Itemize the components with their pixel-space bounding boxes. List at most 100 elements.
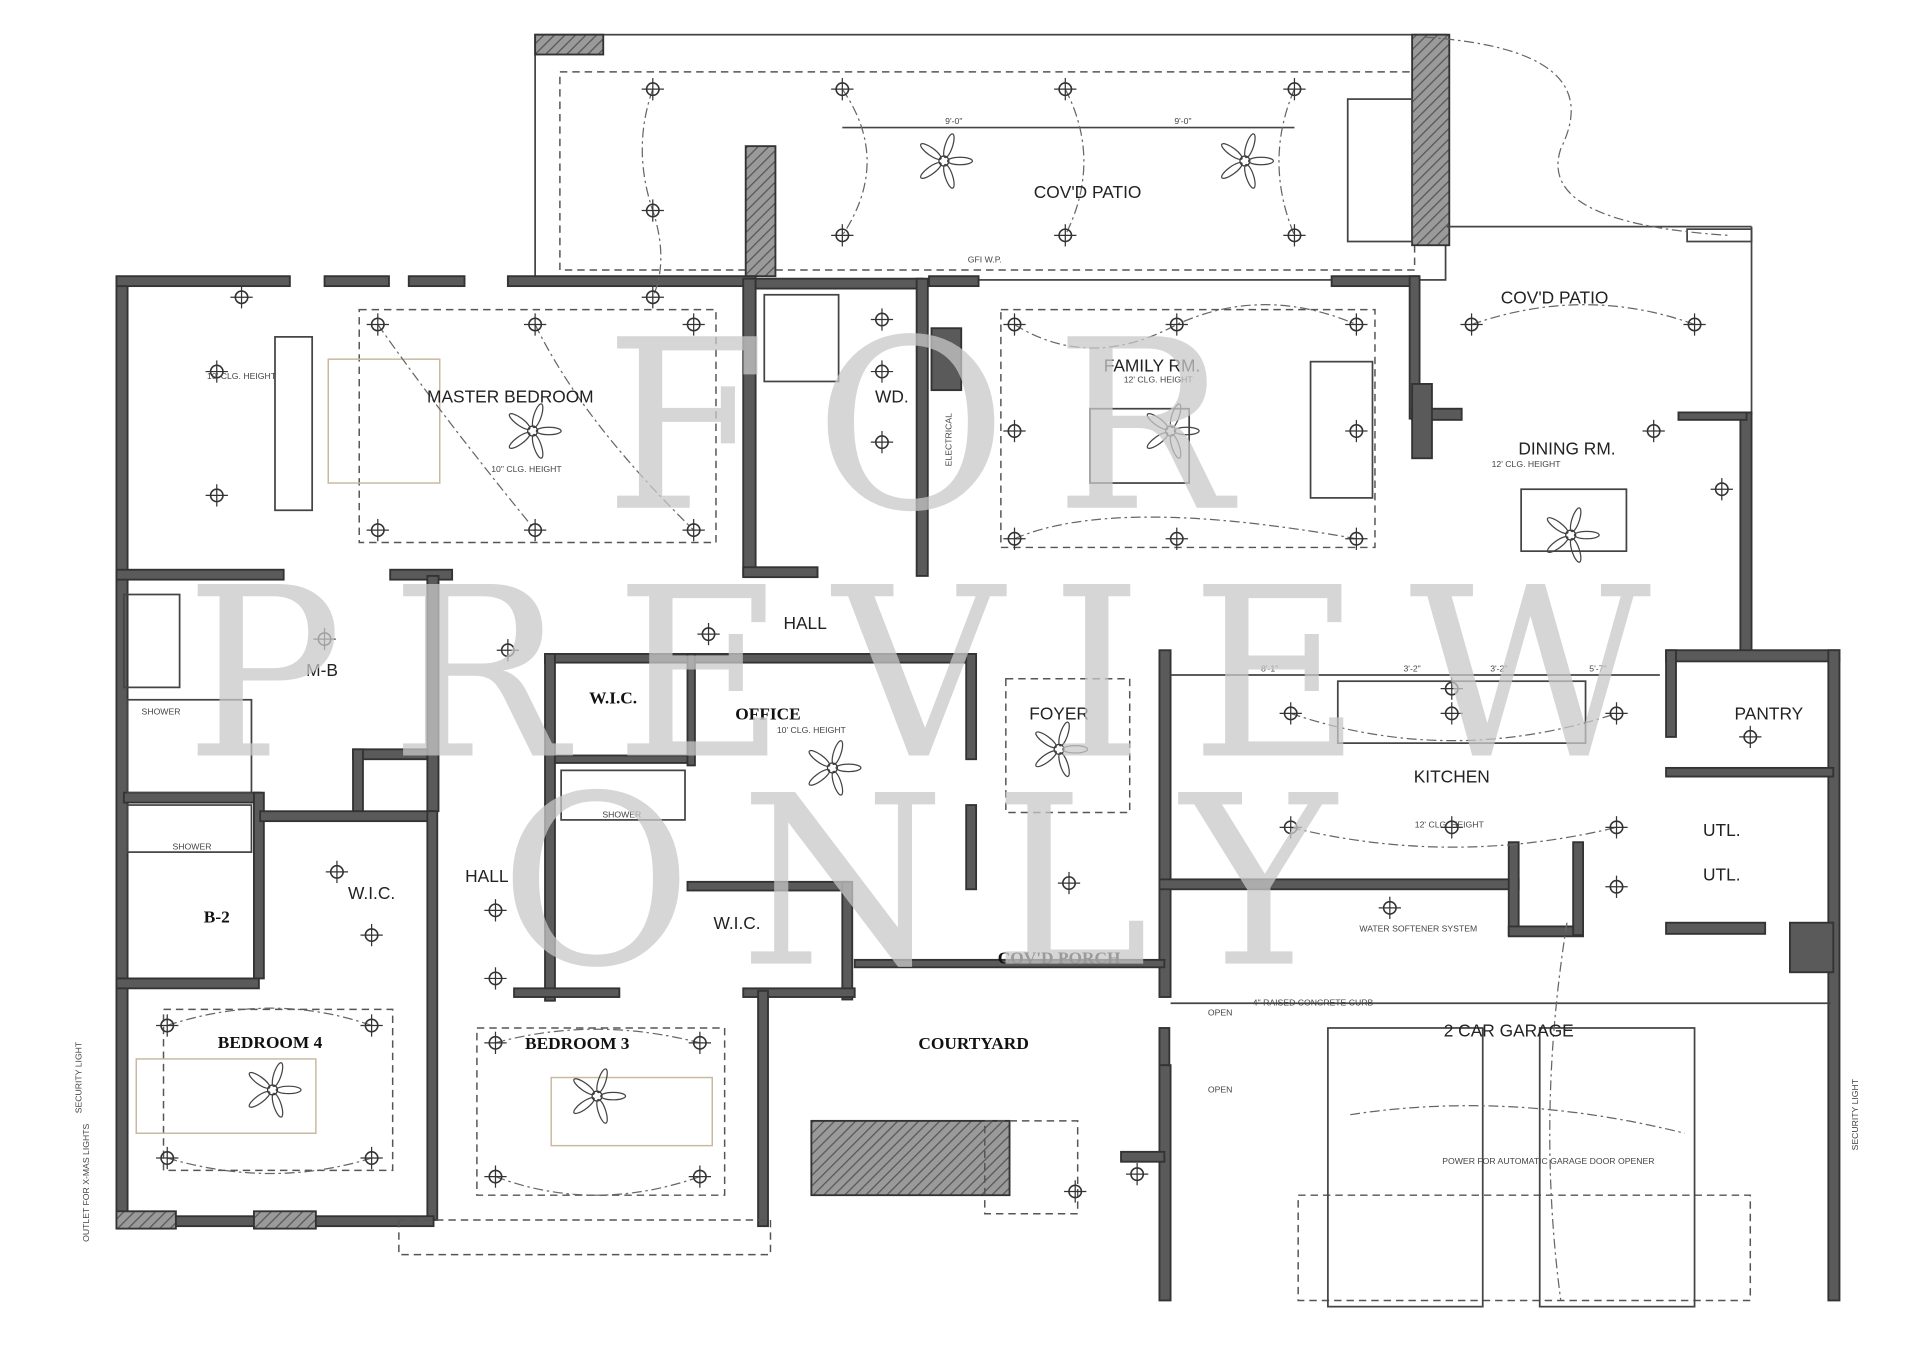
room-label-bedroom-3: BEDROOM 3 — [525, 1034, 630, 1053]
note-shower: SHOWER — [602, 809, 641, 819]
ceiling-light-icon — [682, 518, 705, 542]
note-gfi: GFI W.P. — [968, 255, 1002, 265]
ceiling-light-icon — [831, 224, 854, 247]
ceiling-light-icon — [682, 313, 705, 336]
ceiling-light-icon — [870, 360, 894, 383]
room-label-covd-patio-east: COV'D PATIO — [1501, 287, 1609, 307]
ceiling-light-icon — [1064, 1180, 1087, 1203]
note-ceiling-height: 12' CLG. HEIGHT — [1492, 459, 1562, 469]
ceiling-light-icon — [641, 199, 664, 222]
ceiling-light-icon — [1440, 702, 1463, 725]
ceiling-light-icon — [641, 78, 664, 101]
ceiling-light-icon — [1125, 1162, 1149, 1186]
watermark-line-3: ONLY — [500, 746, 1384, 1020]
room-label-dining-room: DINING RM. — [1518, 439, 1615, 459]
dimension-label: 5'-7" — [1589, 663, 1606, 673]
wire-run — [1278, 88, 1296, 236]
room-label-hall-2: HALL — [465, 866, 509, 886]
preview-watermark: FOR PREVIEW ONLY — [185, 290, 1698, 1020]
room-label-foyer: FOYER — [1029, 704, 1089, 724]
dimension-label: 9'-0" — [945, 116, 962, 126]
ceiling-light-icon — [1440, 816, 1463, 839]
ceiling-light-icon — [1345, 419, 1368, 443]
wire-run — [1290, 826, 1617, 848]
wire-run — [1424, 36, 1729, 236]
note-water-softener: WATER SOFTENER SYSTEM — [1359, 923, 1477, 933]
ceiling-light-icon — [1283, 224, 1306, 247]
ceiling-light-icon — [360, 1146, 383, 1170]
ceiling-light-icon — [1460, 313, 1483, 336]
room-label-bedroom3-closet: W.I.C. — [713, 913, 760, 933]
ceiling-light-icon — [1003, 419, 1026, 443]
ceiling-fan-icon — [808, 740, 862, 796]
ceiling-light-icon — [1605, 875, 1628, 898]
room-label-bedroom-4: BEDROOM 4 — [218, 1033, 323, 1052]
ceiling-light-icon — [1605, 702, 1628, 725]
ceiling-light-icon — [1683, 313, 1706, 336]
ceiling-light-icon — [697, 622, 720, 646]
ceiling-fan-icon — [919, 133, 974, 189]
ceiling-light-icon — [1279, 816, 1302, 839]
wire-run — [1549, 922, 1568, 1301]
covered-patio-outline — [534, 33, 1753, 415]
ceiling-light-icon — [1283, 78, 1306, 101]
note-ceiling-height: 10" CLG. HEIGHT — [491, 464, 562, 474]
ceiling-fan-icon — [573, 1068, 627, 1124]
ceiling-light-icon — [484, 899, 507, 922]
ceiling-fan-icon — [1146, 403, 1200, 459]
note-open: OPEN — [1208, 1008, 1233, 1018]
ceiling-light-icon — [831, 78, 854, 101]
wire-run — [167, 1007, 372, 1027]
wire-run — [167, 1157, 372, 1175]
watermark-line-2: PREVIEW — [185, 538, 1698, 812]
ceiling-fans — [248, 133, 1600, 1124]
ceiling-light-icon — [156, 1146, 179, 1170]
room-label-hall: HALL — [783, 613, 827, 633]
ceiling-light-icon — [1279, 702, 1302, 725]
note-concrete-curb: 4" RAISED CONCRETE CURB — [1253, 998, 1374, 1008]
room-label-office: OFFICE — [735, 705, 800, 724]
dimension-label: 9'-0" — [1174, 116, 1191, 126]
ceiling-fan-icon — [248, 1062, 302, 1118]
ceiling-light-icon — [870, 431, 894, 454]
dimension-label: 3'-2" — [1404, 663, 1421, 673]
ceiling-light-icon — [688, 1031, 712, 1054]
ceiling-light-icon — [1440, 677, 1463, 700]
ceiling-fan-icon — [1035, 721, 1089, 778]
room-label-garage: 2 CAR GARAGE — [1444, 1021, 1574, 1041]
wire-run — [1064, 88, 1085, 236]
wire-run — [534, 324, 695, 531]
note-ceiling-height: 12' CLG. HEIGHT — [1415, 819, 1485, 829]
room-label-walk-in-closet: W.I.C. — [348, 883, 395, 903]
room-labels: COV'D PATIO COV'D PATIO MASTER BEDROOM W… — [204, 182, 1804, 1053]
note-ceiling-height: 10' CLG. HEIGHT — [777, 725, 847, 735]
wire-run — [1014, 516, 1357, 540]
ceiling-light-icon — [523, 313, 547, 336]
note-security-light: SECURITY LIGHT — [74, 1041, 84, 1113]
ceiling-light-icon — [1345, 527, 1368, 550]
wire-run — [1290, 712, 1617, 742]
ceiling-light-icon — [366, 518, 389, 542]
room-label-kitchen: KITCHEN — [1414, 767, 1490, 787]
note-electrical: ELECTRICAL — [943, 413, 953, 467]
ceiling-light-icon — [870, 308, 894, 331]
ceiling-light-icon — [1054, 78, 1077, 101]
dimension-label: 8'-1" — [1261, 663, 1278, 673]
ceiling-light-icon — [1003, 313, 1026, 336]
plan-notes: 10' CLG. HEIGHT 10" CLG. HEIGHT 12' CLG.… — [74, 116, 1860, 1242]
ceiling-light-icon — [1710, 478, 1733, 501]
note-xmas-outlet: OUTLET FOR X-MAS LIGHTS — [81, 1124, 91, 1242]
walls — [115, 275, 1841, 1302]
dimension-label: 3'-2" — [1490, 663, 1507, 673]
room-label-family-room: FAMILY RM. — [1104, 356, 1201, 376]
wire-run — [495, 1176, 701, 1196]
note-open: OPEN — [1208, 1084, 1233, 1094]
ceiling-light-icon — [325, 860, 349, 884]
note-shower: SHOWER — [142, 707, 181, 717]
wire-run — [641, 88, 662, 298]
note-garage-door-opener: POWER FOR AUTOMATIC GARAGE DOOR OPENER — [1442, 1156, 1654, 1166]
room-label-pantry: PANTRY — [1735, 704, 1804, 724]
ceiling-light-icon — [1003, 527, 1026, 550]
light-fixtures — [156, 78, 1762, 1203]
